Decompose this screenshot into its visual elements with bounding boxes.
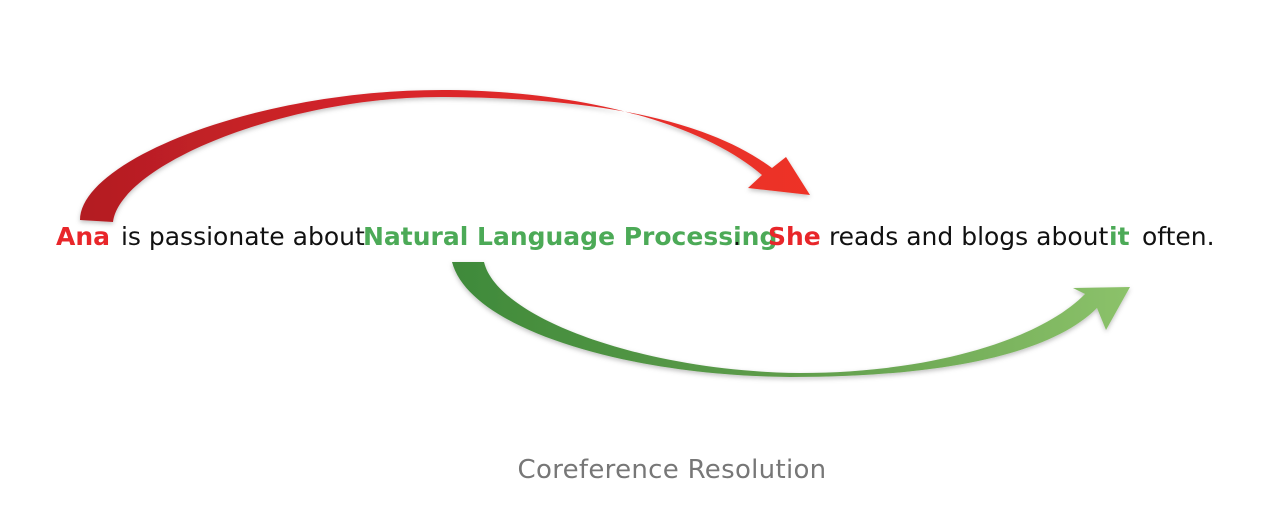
pronoun-she: She bbox=[768, 222, 821, 251]
pronoun-it: it bbox=[1109, 222, 1130, 251]
sentence-period: . bbox=[733, 222, 741, 251]
sentence-text-3: often. bbox=[1134, 222, 1215, 251]
antecedent-ana: Ana bbox=[56, 222, 111, 251]
antecedent-nlp: Natural Language Processing bbox=[363, 222, 778, 251]
sentence-text-1: is passionate about bbox=[113, 222, 373, 251]
figure-caption: Coreference Resolution bbox=[517, 455, 827, 485]
coreference-diagram bbox=[80, 89, 1130, 377]
red-coreference-arrow bbox=[80, 89, 810, 222]
green-coreference-arrow bbox=[452, 262, 1130, 377]
sentence-text-2: reads and blogs about bbox=[821, 222, 1117, 251]
